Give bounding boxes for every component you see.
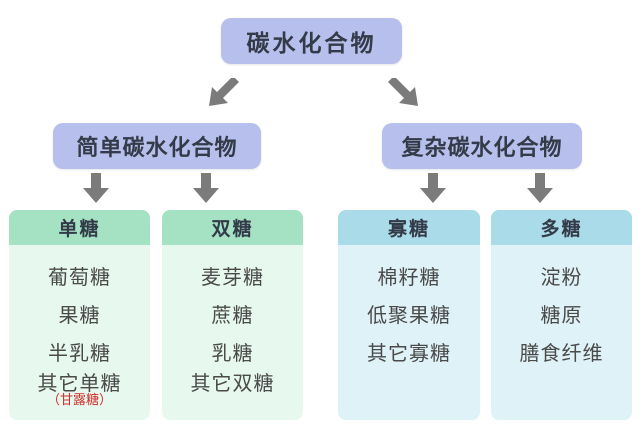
arrow-down-right-icon	[388, 78, 418, 106]
list-item: 棉籽糖	[377, 265, 441, 289]
list-item: 其它双糖	[190, 371, 275, 395]
arrow-down-icon	[420, 173, 446, 203]
card-title: 单糖	[9, 210, 150, 245]
disaccharide-card: 双糖 麦芽糖 蔗糖 乳糖 其它双糖	[162, 210, 303, 420]
root-node-carbohydrates: 碳水化合物	[221, 18, 402, 64]
list-item: 果糖	[58, 303, 101, 327]
polysaccharide-card: 多糖 淀粉 糖原 膳食纤维	[491, 210, 632, 420]
list-item: 其它寡糖	[367, 341, 451, 365]
list-item: 糖原	[540, 303, 583, 327]
oligosaccharide-card: 寡糖 棉籽糖 低聚果糖 其它寡糖	[338, 210, 480, 420]
list-item: 膳食纤维	[519, 341, 604, 365]
list-item: 其它单糖	[37, 371, 122, 395]
list-item: 淀粉	[540, 265, 583, 289]
arrow-down-icon	[527, 173, 553, 203]
complex-carbohydrates-node: 复杂碳水化合物	[382, 123, 582, 169]
list-item: 麦芽糖	[201, 265, 264, 289]
arrow-down-left-icon	[209, 78, 239, 106]
card-title: 寡糖	[338, 210, 480, 245]
note-mannose: （甘露糖）	[46, 393, 112, 408]
simple-carbohydrates-node: 简单碳水化合物	[53, 123, 261, 169]
arrow-down-icon	[193, 173, 219, 203]
list-item: 葡萄糖	[48, 265, 111, 289]
list-item: 低聚果糖	[367, 303, 451, 327]
monosaccharide-card: 单糖 葡萄糖 果糖 半乳糖 其它单糖 （甘露糖）	[9, 210, 150, 420]
list-item: 蔗糖	[211, 303, 254, 327]
card-title: 多糖	[491, 210, 632, 245]
list-item: 半乳糖	[48, 341, 111, 365]
card-title: 双糖	[162, 210, 303, 245]
arrow-down-icon	[83, 173, 109, 203]
list-item: 乳糖	[211, 341, 254, 365]
